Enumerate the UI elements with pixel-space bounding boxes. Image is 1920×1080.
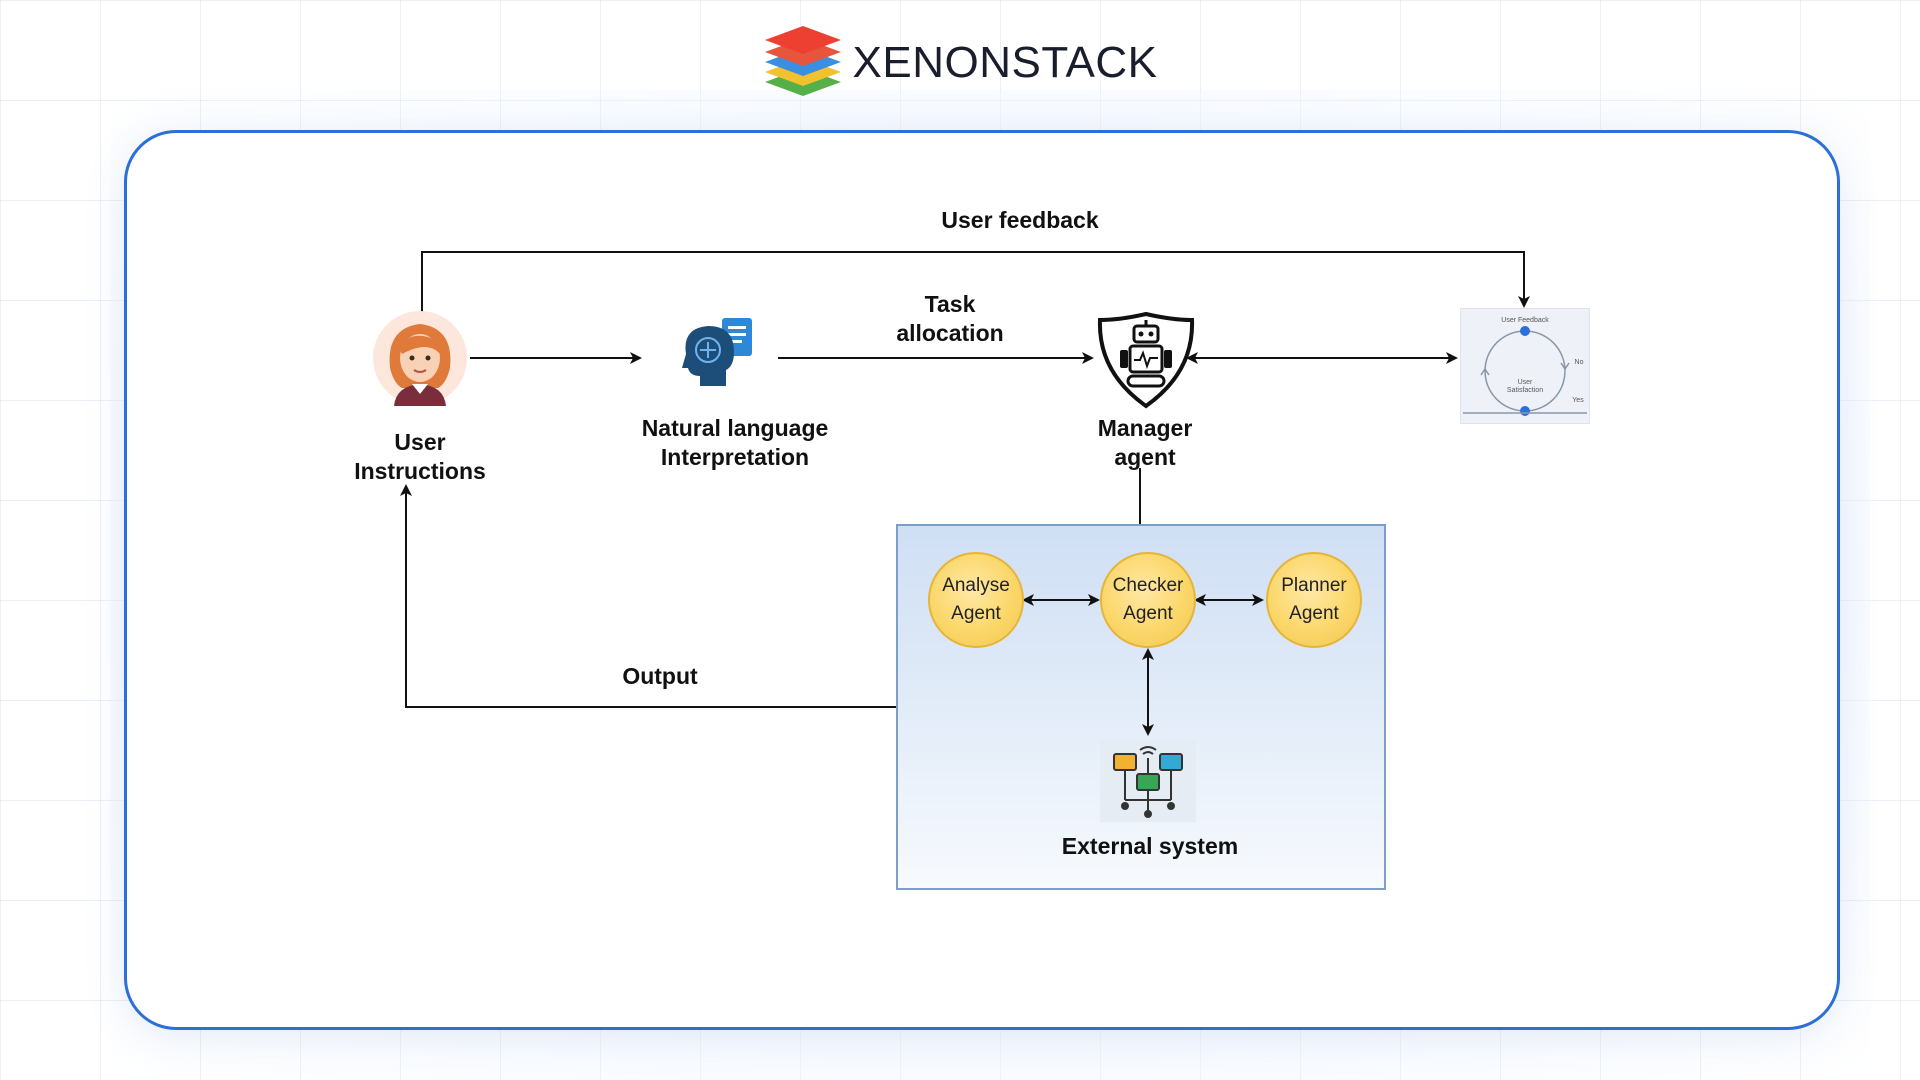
brain-document-icon bbox=[676, 314, 760, 399]
user-instructions-label: User Instructions bbox=[354, 429, 486, 484]
feedback-loop-center: User Satisfaction bbox=[1506, 379, 1544, 394]
network-computers-icon bbox=[1100, 740, 1196, 827]
feedback-loop-yes: Yes bbox=[1572, 397, 1584, 404]
feedback-loop-title: User Feedback bbox=[1501, 317, 1549, 324]
output-connector bbox=[400, 484, 896, 708]
planner-agent-node: Planner Agent bbox=[1266, 552, 1362, 648]
robot-shield-icon bbox=[1094, 310, 1198, 415]
checker-agent-node: Checker Agent bbox=[1100, 552, 1196, 648]
layered-stack-logo-icon bbox=[763, 18, 843, 107]
user-feedback-label: User feedback bbox=[941, 207, 1099, 233]
feedback-loop-thumbnail: User Feedback User Satisfaction No Yes bbox=[1460, 308, 1590, 424]
nlp-label: Natural language Interpretation bbox=[641, 415, 829, 470]
manager-agent-label: Manager agent bbox=[1097, 415, 1193, 470]
brand-header: XENONSTACK bbox=[0, 18, 1920, 107]
task-allocation-label: Task allocation bbox=[896, 291, 1004, 346]
woman-avatar-icon bbox=[372, 310, 468, 411]
external-system-label: External system bbox=[1061, 833, 1239, 859]
analyse-agent-node: Analyse Agent bbox=[928, 552, 1024, 648]
user-feedback-connector bbox=[421, 251, 1530, 312]
output-label: Output bbox=[622, 663, 698, 689]
brand-name: XENONSTACK bbox=[852, 37, 1158, 87]
feedback-loop-no: No bbox=[1574, 359, 1584, 366]
